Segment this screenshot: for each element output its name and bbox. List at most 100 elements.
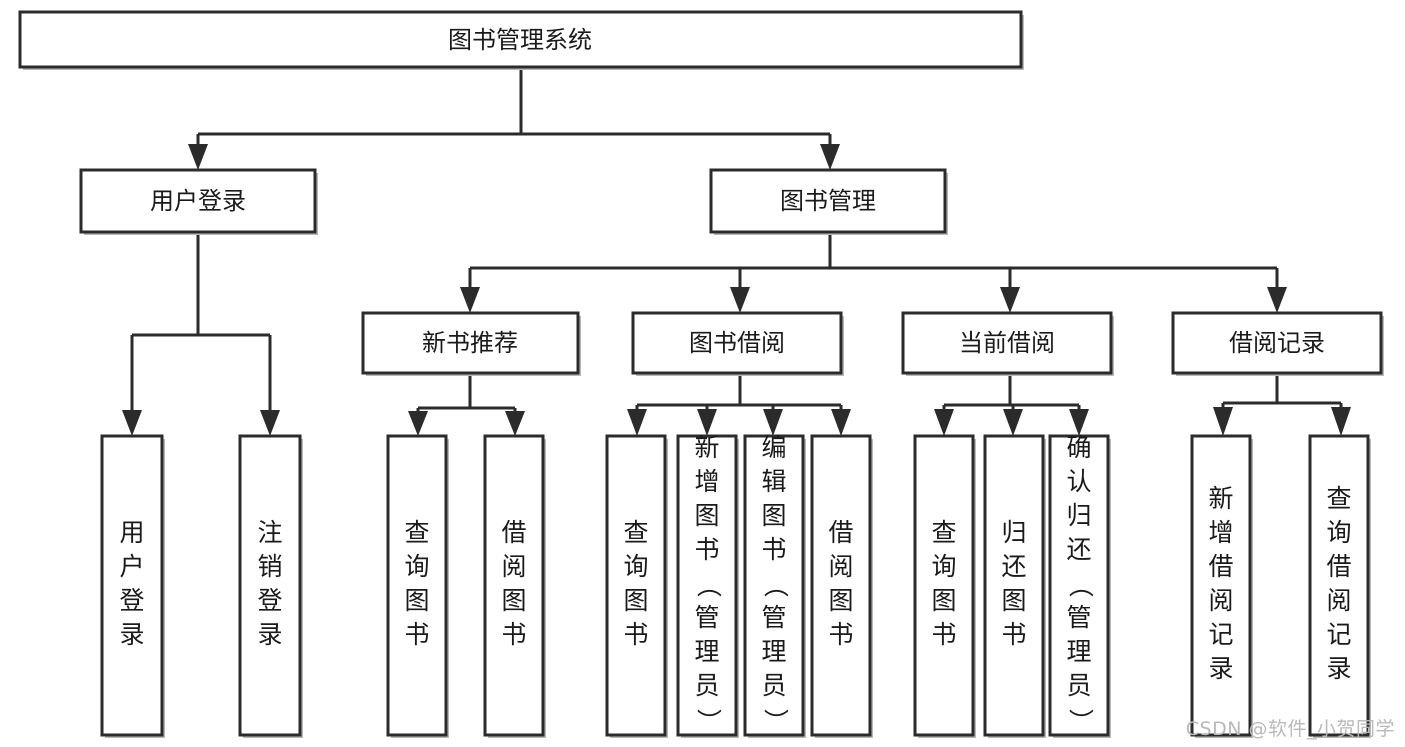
label-char: 记 [1208,620,1233,649]
node-new-book-rec[interactable]: 新书推荐 [361,311,581,376]
label-char: 询 [623,552,648,581]
label-char: 认 [1066,467,1091,496]
node-user-login[interactable]: 用户登录 [79,168,318,235]
node-book-manage[interactable]: 图书管理 [709,168,948,235]
label-char: 图 [694,501,719,530]
arrow-icon-leaf-borrow-book-1 [505,411,525,436]
label-char: 询 [404,552,429,581]
label-char: 图 [931,586,956,615]
node-book-borrow[interactable]: 图书借阅 [631,311,844,376]
label-char: 查 [404,518,429,547]
arrow-heads [122,144,1351,436]
arrow-icon-leaf-query-book-2 [627,409,647,436]
label-char: 书 [761,535,786,564]
label-char: 书 [404,620,429,649]
label-char: 辑 [761,467,786,496]
label-char: 阅 [828,552,853,581]
label-char: 员 [1066,671,1091,700]
arrow-icon-leaf-query-book-1 [408,411,428,436]
node-leaf-edit-book-box [743,434,805,737]
label-char: 归 [1066,501,1091,530]
label-char: 理 [1066,637,1091,666]
node-user-login-box [79,168,317,234]
node-leaf-query-book-1-box [386,434,448,737]
label-char: 录 [1208,654,1233,683]
label-char: 新 [694,433,719,462]
node-root-box [18,10,1023,69]
node-book-borrow-box [631,311,843,375]
label-char: 书 [694,535,719,564]
arrow-icon-borrow-record [1267,287,1287,313]
node-current-borrow[interactable]: 当前借阅 [901,311,1114,376]
label-char: 员 [761,671,786,700]
arrow-icon-leaf-add-book [697,409,717,436]
label-char: ） [1066,708,1095,733]
node-leaf-add-book-box [676,434,738,737]
label-char: 增 [694,467,719,496]
arrow-icon-leaf-add-record [1213,407,1233,436]
node-leaf-user-login[interactable]: 用户登录 [100,434,165,738]
arrow-icon-leaf-user-login [122,410,142,436]
label-char: 查 [931,518,956,547]
label-char: 确 [1066,433,1091,462]
label-char: 录 [119,620,144,649]
node-leaf-user-login-box [100,434,164,737]
label-char: 书 [623,620,648,649]
node-root-label: 图书管理系统 [448,26,592,54]
label-char: 还 [1001,552,1026,581]
arrow-icon-leaf-query-book-3 [934,409,954,436]
label-char: 图 [1001,586,1026,615]
label-char: （ [1066,572,1095,597]
node-borrow-record[interactable]: 借阅记录 [1171,311,1384,376]
label-char: 阅 [1326,586,1351,615]
label-char: 登 [257,586,282,615]
label-char: 记 [1326,620,1351,649]
node-borrow-record-label: 借阅记录 [1229,329,1325,357]
label-char: 登 [119,586,144,615]
node-leaf-add-record-box [1190,434,1252,737]
label-char: 归 [1001,518,1026,547]
node-book-manage-box [709,168,947,234]
label-char: 借 [1326,552,1351,581]
arrow-icon-leaf-borrow-book-2 [831,409,851,436]
node-book-borrow-label: 图书借阅 [689,329,785,357]
label-char: 销 [257,552,282,581]
arrow-icon-leaf-user-logout [260,410,280,436]
node-current-borrow-label: 当前借阅 [959,329,1055,357]
label-char: 录 [257,620,282,649]
node-leaf-borrow-book-1-box [483,434,545,737]
node-borrow-record-box [1171,311,1383,375]
label-char: 借 [501,518,526,547]
node-leaf-query-book-3-box [913,434,975,737]
arrow-icon-book-borrow [730,287,750,313]
node-leaf-confirm-return-box [1048,434,1110,737]
label-char: 用 [119,518,144,547]
label-char: ） [694,708,723,733]
node-root[interactable]: 图书管理系统 [18,10,1024,70]
node-new-book-rec-label: 新书推荐 [422,329,518,357]
node-leaf-user-login-label: 用户登录 [119,518,144,649]
label-char: 书 [931,620,956,649]
